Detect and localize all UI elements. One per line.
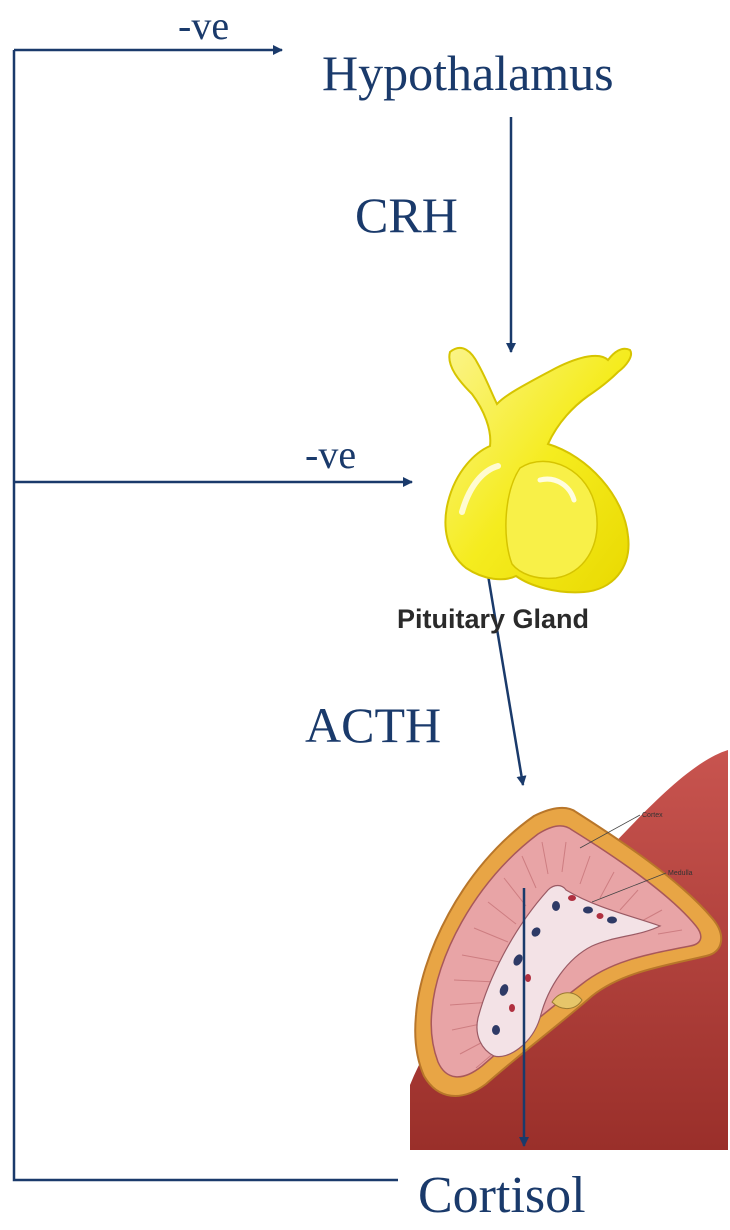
adrenal-cortex-label: Cortex bbox=[642, 812, 663, 819]
adrenal-gland-illustration: Cortex Medulla bbox=[410, 750, 728, 1150]
cortisol-label: Cortisol bbox=[418, 1170, 586, 1222]
crh-label: CRH bbox=[355, 190, 458, 240]
feedback-line bbox=[14, 50, 398, 1180]
negative-feedback-label-pituitary: -ve bbox=[305, 435, 356, 475]
pituitary-gland-illustration bbox=[445, 348, 631, 592]
adrenal-medulla-label: Medulla bbox=[668, 870, 693, 877]
negative-feedback-loop bbox=[14, 50, 412, 1180]
pituitary-gland-label: Pituitary Gland bbox=[397, 606, 589, 633]
hypothalamus-label: Hypothalamus bbox=[322, 48, 614, 98]
acth-label: ACTH bbox=[305, 700, 441, 750]
negative-feedback-label-hypothalamus: -ve bbox=[178, 6, 229, 46]
